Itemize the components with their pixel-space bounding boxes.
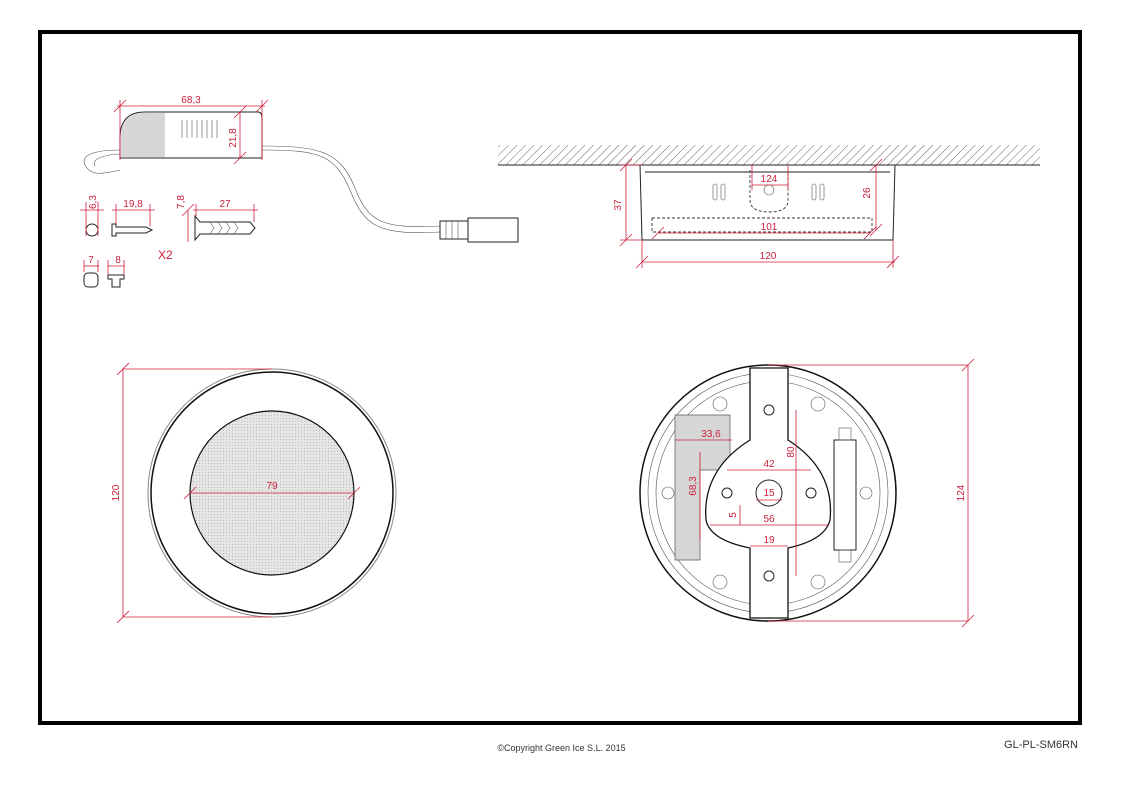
side-top-dim: 124 [761, 174, 778, 185]
cap-length-dim: 8 [115, 255, 121, 266]
product-code: GL-PL-SM6RN [1004, 739, 1078, 751]
plug-length-dim: 27 [219, 199, 231, 210]
driver-view [83, 111, 519, 243]
back-driver-length-dim: 68,3 [688, 476, 699, 496]
screw-head-dim: 6,3 [88, 195, 99, 209]
side-view: 124 26 37 101 120 [498, 145, 1040, 269]
back-driver-width-dim: 33,6 [701, 429, 721, 440]
side-inner-dim: 101 [761, 222, 778, 233]
quantity-label: X2 [158, 248, 173, 262]
cap-side [107, 274, 125, 288]
back-center-hole-dim: 15 [763, 488, 775, 499]
wall-plug [194, 214, 256, 242]
driver-dimensions: 68,3 21,8 [113, 95, 269, 165]
side-height-dim: 37 [613, 199, 624, 211]
driver-length-dim: 68,3 [181, 95, 201, 106]
side-depth-dim: 26 [862, 187, 873, 199]
cap [83, 272, 99, 288]
front-inner-dim: 79 [266, 481, 278, 492]
driver-height-dim: 21,8 [228, 128, 239, 148]
screw-length-dim: 19,8 [123, 199, 143, 210]
back-offset-dim: 5 [728, 512, 739, 518]
fixings: 6,3 19,8 27 7,8 X2 7 8 [80, 195, 258, 288]
back-hole-spacing-dim: 42 [763, 459, 775, 470]
cap-width-dim: 7 [88, 255, 94, 266]
front-view: 79 120 [111, 362, 397, 624]
back-view: 33,6 68,3 42 80 15 5 56 19 124 [639, 358, 975, 628]
back-outer-dim: 124 [956, 484, 967, 501]
front-outer-dim: 120 [111, 484, 122, 501]
screw [111, 223, 154, 237]
screw-head [85, 223, 99, 237]
side-outer-dim: 120 [760, 251, 777, 262]
ceiling-hatch [498, 145, 1040, 165]
plug-diameter-dim: 7,8 [176, 195, 187, 209]
drawing-frame [38, 30, 1082, 725]
copyright-notice: ©Copyright Green Ice S.L. 2015 [497, 743, 626, 753]
mounting-bracket [705, 367, 832, 619]
back-bracket-span-dim: 56 [763, 514, 775, 525]
back-bracket-height-dim: 80 [786, 446, 797, 458]
back-slot-dim: 19 [763, 535, 775, 546]
